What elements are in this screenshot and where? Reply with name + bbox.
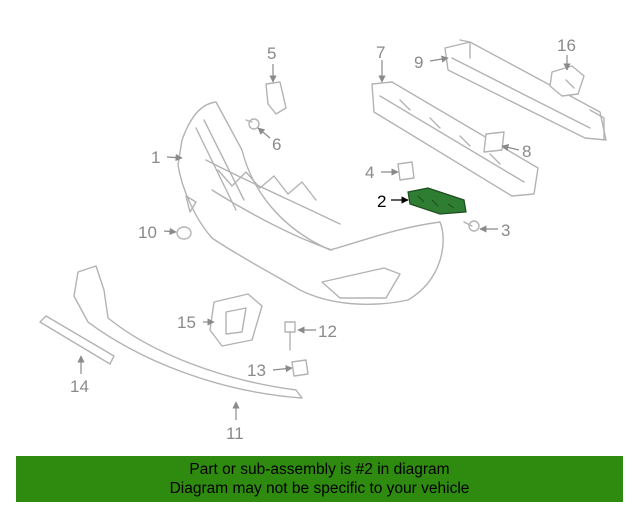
leader-1: [166, 153, 183, 162]
part-16-clip[interactable]: [549, 65, 585, 97]
part-4-clip[interactable]: [397, 161, 415, 181]
part-11-lower-strip[interactable]: [73, 265, 303, 399]
part-13-clip[interactable]: [291, 359, 309, 377]
part-5-bracket[interactable]: [265, 81, 287, 115]
leader-9: [429, 55, 449, 63]
info-banner: Part or sub-assembly is #2 in diagram Di…: [16, 456, 623, 502]
part-1-bumper-cover[interactable]: [177, 101, 444, 306]
part-6-screw[interactable]: [245, 118, 260, 130]
callout-7[interactable]: 7: [376, 43, 385, 62]
leader-8: [501, 143, 520, 151]
callout-9[interactable]: 9: [414, 53, 423, 72]
callout-8[interactable]: 8: [522, 142, 531, 161]
callout-6[interactable]: 6: [272, 135, 281, 154]
leader-6: [257, 127, 271, 139]
part-15-bezel[interactable]: [209, 293, 263, 347]
part-reinforcement-bar[interactable]: [444, 39, 607, 141]
callout-16[interactable]: 16: [557, 36, 576, 55]
part-8-pad[interactable]: [483, 131, 505, 153]
banner-line-disclaimer: Diagram may not be specific to your vehi…: [169, 480, 470, 497]
part-14-plate[interactable]: [39, 315, 115, 365]
callout-3[interactable]: 3: [501, 221, 510, 240]
part-12-bolt[interactable]: [284, 321, 296, 351]
part-3-screw[interactable]: [463, 220, 480, 232]
banner-line-part: Part or sub-assembly is #2 in diagram: [189, 461, 450, 478]
callout-11[interactable]: 11: [226, 424, 244, 443]
callout-13[interactable]: 13: [247, 361, 266, 380]
parts-diagram: 1 2 3 4 5 6 7 8 9 10 11 12 13 14 15 16: [39, 36, 607, 443]
callout-10[interactable]: 10: [138, 223, 157, 242]
leader-13: [272, 365, 293, 373]
callout-12[interactable]: 12: [318, 322, 337, 341]
part-2-bracket[interactable]: [407, 187, 467, 215]
part-7-absorber[interactable]: [371, 81, 539, 197]
callout-1[interactable]: 1: [151, 148, 160, 167]
leader-10: [163, 227, 177, 236]
part-10-ring[interactable]: [176, 226, 192, 240]
callout-2[interactable]: 2: [377, 192, 386, 211]
callout-5[interactable]: 5: [267, 44, 276, 63]
callout-4[interactable]: 4: [365, 163, 374, 182]
callout-15[interactable]: 15: [177, 313, 196, 332]
callout-14[interactable]: 14: [70, 377, 89, 396]
